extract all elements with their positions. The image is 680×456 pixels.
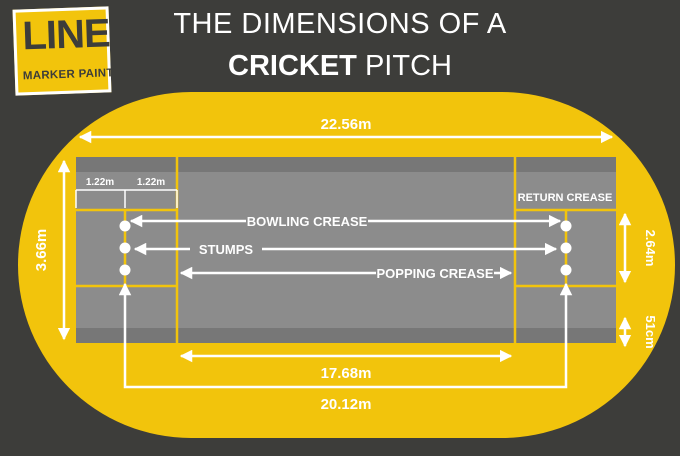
dim-margin: 51cm <box>643 315 658 348</box>
dim-width: 3.66m <box>33 229 50 272</box>
dim-popping-to-popping: 17.68m <box>321 365 372 382</box>
dim-offset-a: 1.22m <box>86 177 114 188</box>
label-bowling-crease: BOWLING CREASE <box>247 214 368 229</box>
pitch-bottom-band <box>76 328 616 343</box>
dim-total-length: 22.56m <box>321 116 372 133</box>
offset-bracket <box>75 189 178 208</box>
arrows <box>57 130 632 389</box>
stumps-right <box>560 220 572 276</box>
dim-return-span: 2.64m <box>643 230 658 267</box>
brand-logo: LINE MARKER PAINT <box>12 6 114 96</box>
title-rest: PITCH <box>356 50 452 82</box>
page-title-line2: CRICKET PITCH <box>130 50 550 83</box>
arrow-stumps-to-stumps <box>118 282 573 389</box>
label-return-crease: RETURN CREASE <box>518 192 613 204</box>
dim-stumps-to-stumps: 20.12m <box>321 396 372 413</box>
stumps-left <box>119 220 131 276</box>
title-bold-word: CRICKET <box>228 50 357 82</box>
logo-wordmark: LINE <box>21 11 111 59</box>
logo-tagline: MARKER PAINT <box>22 67 114 83</box>
label-popping-crease: POPPING CREASE <box>376 266 493 281</box>
dim-offset-b: 1.22m <box>137 177 165 188</box>
pitch-top-band <box>76 157 616 172</box>
page-title-line1: THE DIMENSIONS OF A <box>173 8 507 40</box>
label-stumps: STUMPS <box>199 242 254 257</box>
